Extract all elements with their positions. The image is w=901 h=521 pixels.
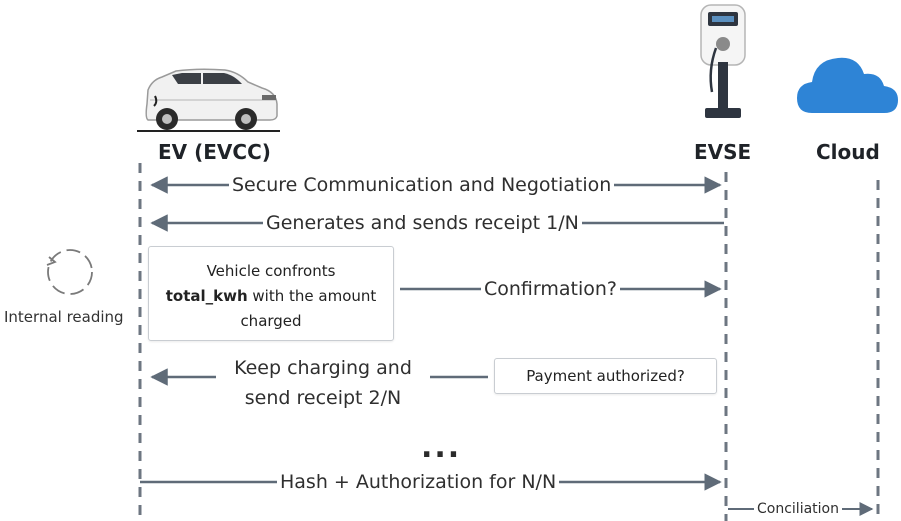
charging-station-icon [700,4,746,118]
actor-cloud: Cloud [816,140,880,164]
note-vehicle-post: with the amount [247,287,377,305]
msg-receipt-1: Generates and sends receipt 1/N [263,212,582,234]
msg-keep-charging: Keep charging and send receipt 2/N [216,353,430,413]
note-payment-authorized: Payment authorized? [494,358,717,394]
msg-secure-communication: Secure Communication and Negotiation [229,174,615,196]
msg-hash-authorization: Hash + Authorization for N/N [277,471,560,493]
car-icon [137,68,280,132]
note-vehicle-bold: total_kwh [165,287,248,305]
refresh-icon [46,249,93,295]
msg-keep-charging-line1: Keep charging and [234,357,412,379]
msg-conciliation: Conciliation [754,500,842,518]
note-vehicle-line2: total_kwh with the amount [149,284,393,309]
msg-confirmation: Confirmation? [481,278,621,300]
msg-keep-charging-line2: send receipt 2/N [244,387,402,409]
note-vehicle-line1: Vehicle confronts [206,262,336,280]
cloud-icon [797,57,898,113]
note-vehicle-line3: charged [240,312,302,330]
note-vehicle-confronts: Vehicle confronts total_kwh with the amo… [148,246,394,341]
msg-ellipsis: ... [421,430,462,465]
internal-reading-label: Internal reading [4,308,124,326]
actor-evse: EVSE [694,140,752,164]
actor-ev: EV (EVCC) [158,140,271,164]
